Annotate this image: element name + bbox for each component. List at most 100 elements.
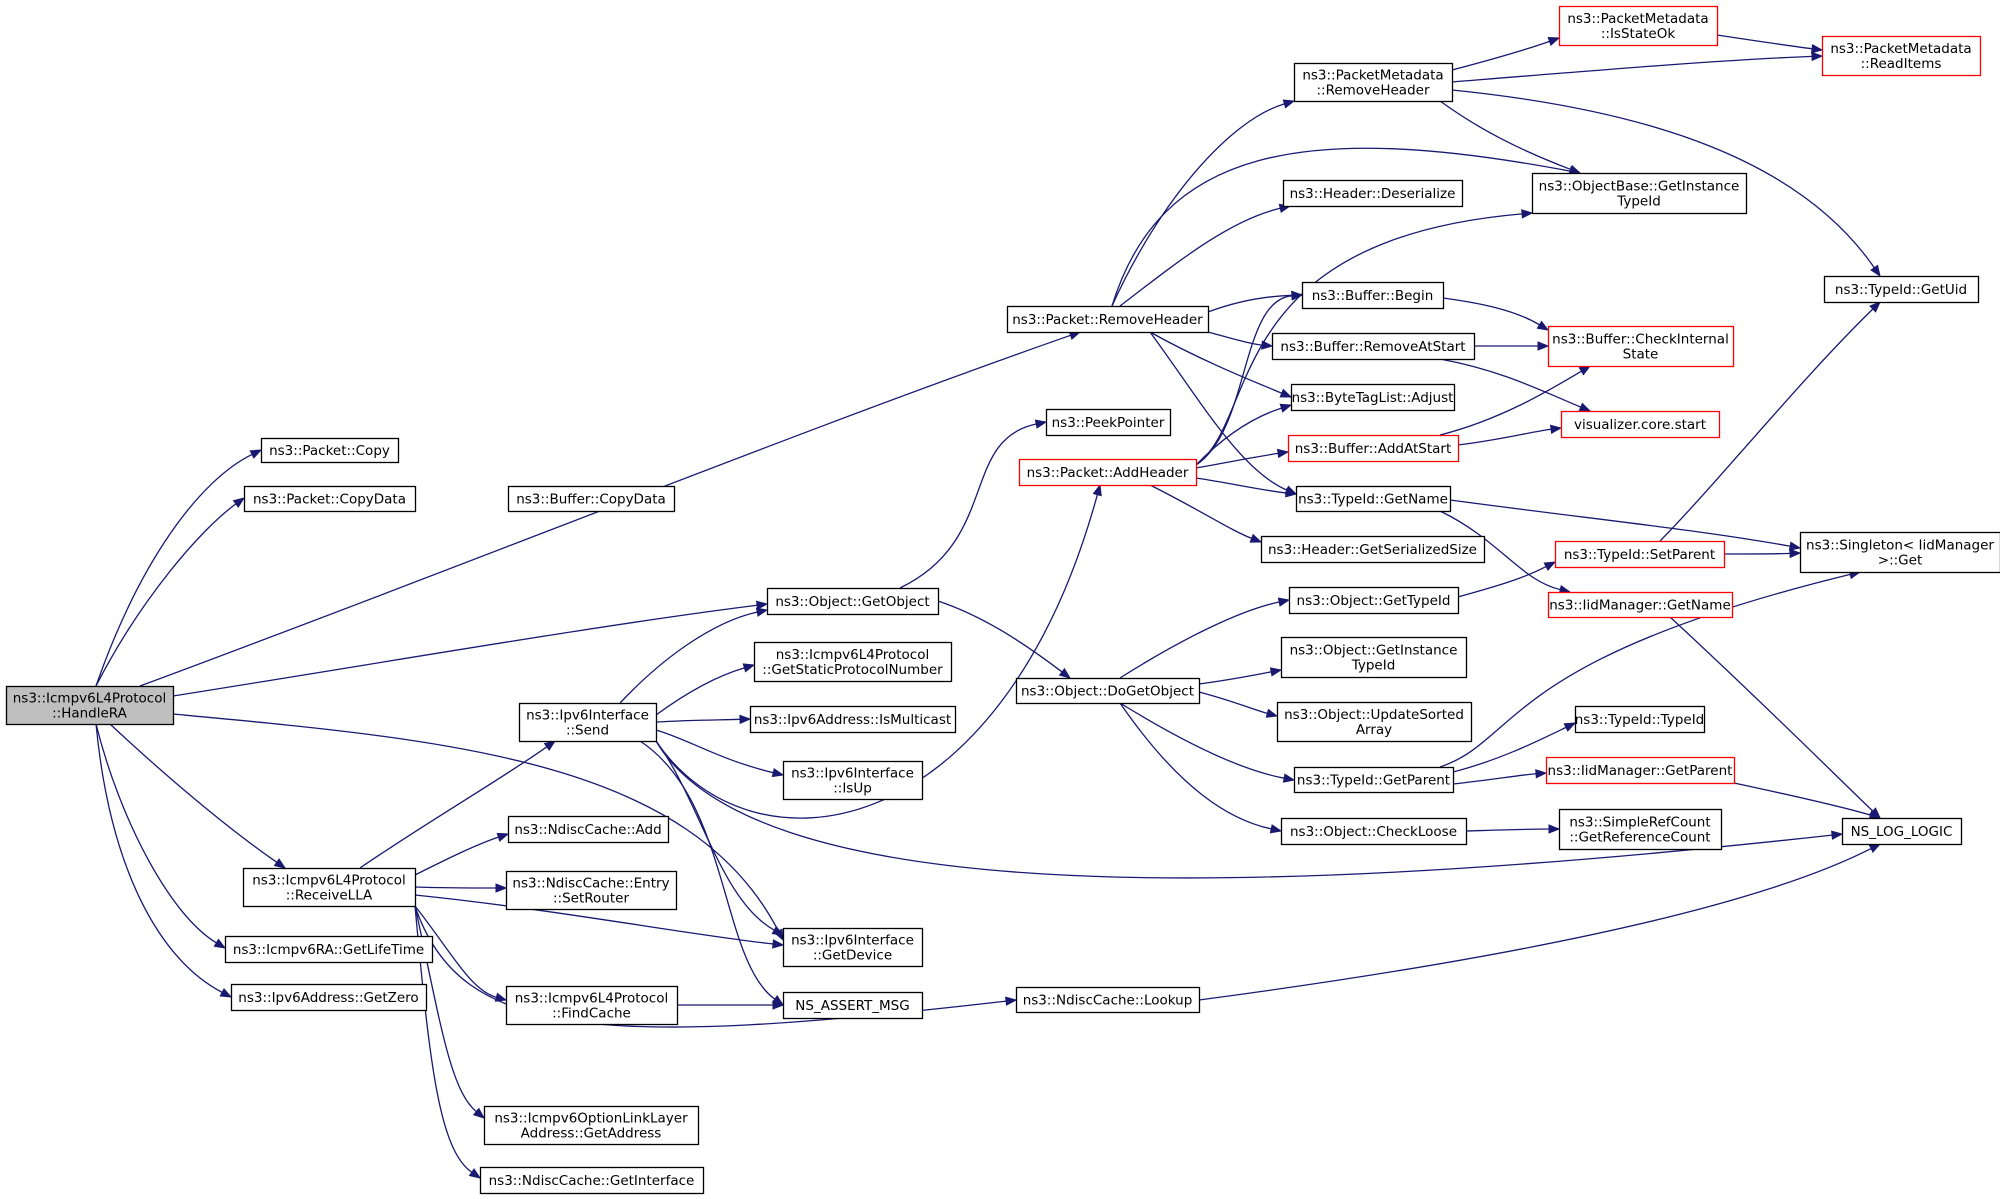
node-box	[1799, 531, 2000, 574]
node-ipv6if-getdevice[interactable]: ns3::Ipv6Interface::GetDevice	[782, 927, 924, 968]
edge-line	[1452, 773, 1537, 785]
edge-line	[172, 604, 758, 697]
node-label: ns3::TypeId::TypeId	[1575, 712, 1705, 728]
node-packet-copydata[interactable]: ns3::Packet::CopyData	[243, 485, 417, 513]
node-bytetaglist-adjust[interactable]: ns3::ByteTagList::Adjust	[1290, 383, 1456, 412]
node-label: ::SetRouter	[553, 891, 629, 907]
node-box	[782, 991, 924, 1020]
node-buffer-copydata[interactable]: ns3::Buffer::CopyData	[507, 485, 676, 513]
node-header-deserialize[interactable]: ns3::Header::Deserialize	[1282, 179, 1464, 208]
node-ipv6addr-ismulticast[interactable]: ns3::Ipv6Address::IsMulticast	[749, 705, 957, 734]
edges-layer	[95, 34, 1882, 1179]
node-pm-isstateok[interactable]: ns3::PacketMetadata::IsStateOk	[1558, 5, 1719, 47]
node-label: ns3::Packet::Copy	[269, 443, 390, 459]
node-object-getobject[interactable]: ns3::Object::GetObject	[766, 587, 940, 616]
edge-ipv6if_send-to-icmp_getstaticprot	[655, 663, 756, 716]
node-pm-readitems[interactable]: ns3::PacketMetadata::ReadItems	[1821, 35, 1982, 77]
node-label: ns3::TypeId::GetUid	[1835, 282, 1967, 298]
edge-line	[1442, 297, 1540, 326]
node-label: ns3::Packet::CopyData	[253, 492, 406, 508]
node-iidmanager-getparent[interactable]: ns3::IidManager::GetParent	[1545, 756, 1736, 785]
node-visualizer-core-start[interactable]: visualizer.core.start	[1560, 410, 1721, 439]
node-ns-assert-msg[interactable]: NS_ASSERT_MSG	[782, 991, 924, 1020]
node-box	[1558, 5, 1719, 47]
edge-receive_lla-to-icmp_findcache	[414, 905, 508, 1002]
node-typeid-getname[interactable]: ns3::TypeId::GetName	[1295, 485, 1452, 513]
edge-packet_addheader-to-objectbase_getinstancetypeid	[1195, 209, 1534, 466]
node-ipv6if-isup[interactable]: ns3::Ipv6Interface::IsUp	[782, 760, 924, 801]
node-simplerefcount-getrefcount[interactable]: ns3::SimpleRefCount::GetReferenceCount	[1558, 808, 1723, 851]
node-label: ns3::TypeId::SetParent	[1564, 547, 1715, 563]
node-buffer-begin[interactable]: ns3::Buffer::Begin	[1301, 281, 1445, 310]
node-box	[230, 983, 428, 1012]
node-icmp-getstaticprot[interactable]: ns3::Icmpv6L4Protocol::GetStaticProtocol…	[753, 641, 953, 683]
arrowhead-icon	[755, 600, 769, 611]
edge-line	[1449, 499, 1791, 547]
arrowhead-icon	[1265, 708, 1279, 718]
node-typeid-getparent[interactable]: ns3::TypeId::GetParent	[1293, 766, 1455, 794]
arrowhead-icon	[543, 740, 557, 751]
node-label: TypeId	[1351, 658, 1396, 674]
node-label: ns3::Object::CheckLoose	[1290, 824, 1457, 840]
node-icmp-findcache[interactable]: ns3::Icmpv6L4Protocol::FindCache	[505, 985, 679, 1026]
node-ndisc-add[interactable]: ns3::NdiscCache::Add	[507, 815, 670, 844]
node-object-gettypeid[interactable]: ns3::Object::GetTypeId	[1288, 586, 1460, 615]
node-packet-copy[interactable]: ns3::Packet::Copy	[260, 437, 400, 464]
node-box	[1301, 281, 1445, 310]
node-ndisc-lookup[interactable]: ns3::NdiscCache::Lookup	[1015, 986, 1201, 1014]
node-singleton-get[interactable]: ns3::Singleton< IidManager >::Get	[1799, 531, 2000, 574]
node-label: ns3::Ipv6Interface	[791, 933, 914, 949]
node-label: ns3::Ipv6Interface	[526, 708, 649, 724]
edge-line	[1198, 847, 1872, 1001]
node-buffer-addatstart[interactable]: ns3::Buffer::AddAtStart	[1287, 434, 1460, 463]
arrowhead-icon	[1548, 824, 1561, 834]
arrowhead-icon	[1521, 209, 1534, 219]
edge-line	[655, 740, 1833, 879]
node-packet-addheader[interactable]: ns3::Packet::AddHeader	[1018, 458, 1198, 487]
arrowhead-icon	[1058, 667, 1072, 679]
arrowhead-icon	[1092, 483, 1102, 497]
node-box	[242, 867, 417, 908]
node-receive-lla[interactable]: ns3::Icmpv6L4Protocol::ReceiveLLA	[242, 867, 417, 908]
node-handle-ra[interactable]: ns3::Icmpv6L4Protocol::HandleRA	[5, 685, 175, 726]
node-box	[782, 760, 924, 801]
node-iidmanager-getname[interactable]: ns3::IidManager::GetName	[1547, 591, 1734, 619]
edge-receive_lla-to-ndisc_entry_setrouter	[414, 883, 508, 893]
node-box	[479, 1166, 705, 1195]
arrowhead-icon	[1578, 402, 1592, 412]
node-ra-getlifetime[interactable]: ns3::Icmpv6RA::GetLifeTime	[224, 935, 434, 964]
node-packet-removeheader[interactable]: ns3::Packet::RemoveHeader	[1006, 305, 1210, 334]
arrowhead-icon	[494, 992, 508, 1002]
node-object-dogetobject[interactable]: ns3::Object::DoGetObject	[1015, 677, 1201, 705]
node-box	[1295, 485, 1452, 513]
node-pm-removeheader[interactable]: ns3::PacketMetadata::RemoveHeader	[1293, 62, 1454, 103]
arrowhead-icon	[1549, 424, 1563, 435]
node-typeid-setparent[interactable]: ns3::TypeId::SetParent	[1554, 540, 1726, 569]
node-ndisc-entry-setrouter[interactable]: ns3::NdiscCache::Entry::SetRouter	[505, 870, 678, 911]
node-label: ns3::Icmpv6L4Protocol	[13, 691, 167, 707]
node-label: ::IsStateOk	[1601, 26, 1675, 42]
node-box	[518, 702, 658, 743]
node-typeid-typeid[interactable]: ns3::TypeId::TypeId	[1575, 705, 1706, 734]
node-ipv6addr-getzero[interactable]: ns3::Ipv6Address::GetZero	[230, 983, 428, 1012]
node-buffer-removeatstart[interactable]: ns3::Buffer::RemoveAtStart	[1271, 332, 1476, 361]
arrowhead-icon	[219, 987, 233, 998]
node-peekpointer[interactable]: ns3::PeekPointer	[1045, 408, 1172, 437]
node-typeid-getuid[interactable]: ns3::TypeId::GetUid	[1823, 275, 1980, 304]
edge-line	[619, 611, 758, 704]
node-label: ns3::Object::GetObject	[775, 594, 929, 610]
node-ndisc-getinterface[interactable]: ns3::NdiscCache::GetInterface	[479, 1166, 705, 1195]
node-label: ns3::Buffer::Begin	[1312, 288, 1434, 304]
node-ipv6if-send[interactable]: ns3::Ipv6Interface::Send	[518, 702, 658, 743]
node-ns-log-logic[interactable]: NS_LOG_LOGIC	[1841, 817, 1963, 846]
node-label: ns3::SimpleRefCount	[1569, 815, 1710, 831]
node-optlla-getaddress[interactable]: ns3::Icmpv6OptionLinkLayerAddress::GetAd…	[483, 1105, 700, 1146]
node-header-getserializedsize[interactable]: ns3::Header::GetSerializedSize	[1260, 535, 1486, 564]
arrowhead-icon	[1282, 99, 1296, 109]
node-object-checkloose[interactable]: ns3::Object::CheckLoose	[1280, 817, 1468, 846]
arrowhead-icon	[1277, 597, 1291, 607]
